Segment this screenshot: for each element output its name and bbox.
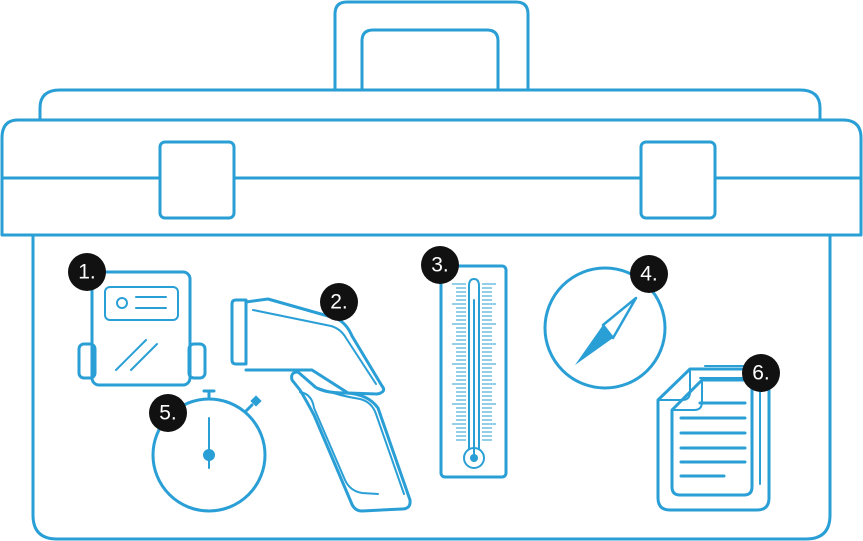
badge-6-label: 6. [752, 362, 770, 385]
badge-4-label: 4. [640, 263, 658, 286]
number-badge-3: 3. [421, 246, 459, 284]
badge-5-label: 5. [159, 402, 177, 425]
badge-1-label: 1. [78, 261, 96, 284]
number-badge-6: 6. [742, 354, 780, 392]
number-badge-4: 4. [630, 255, 668, 293]
badge-3-label: 3. [431, 254, 449, 277]
number-badge-5: 5. [149, 394, 187, 432]
stopwatch-icon [151, 389, 267, 513]
number-badge-1: 1. [68, 253, 106, 291]
number-badge-2: 2. [320, 283, 358, 321]
compass-icon [543, 266, 667, 390]
thermometer-icon [439, 264, 508, 479]
meter-icon [77, 270, 207, 387]
badge-2-label: 2. [330, 291, 348, 314]
